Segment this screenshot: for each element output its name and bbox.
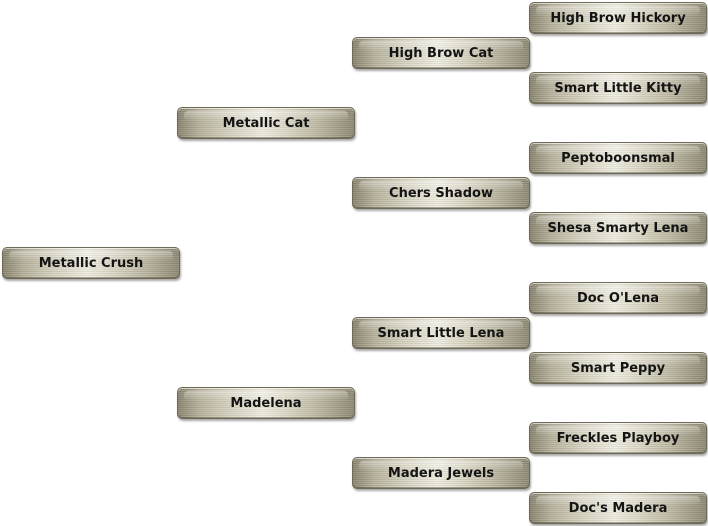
horse-name: Madelena — [230, 395, 302, 411]
horse-name: Freckles Playboy — [556, 430, 680, 446]
horse-dam-dam[interactable]: Madera Jewels — [352, 457, 530, 489]
horse-dam-dam-dam[interactable]: Doc's Madera — [529, 492, 707, 524]
horse-dam-sire-dam[interactable]: Smart Peppy — [529, 352, 707, 384]
horse-name: Smart Little Kitty — [554, 80, 682, 96]
horse-sire-sire-dam[interactable]: Smart Little Kitty — [529, 72, 707, 104]
horse-name: High Brow Hickory — [550, 10, 686, 26]
horse-sire-dam-dam[interactable]: Shesa Smarty Lena — [529, 212, 707, 244]
horse-dam-sire-sire[interactable]: Doc O'Lena — [529, 282, 707, 314]
horse-sire[interactable]: Metallic Cat — [177, 107, 355, 139]
horse-name: Metallic Cat — [222, 115, 310, 131]
horse-name: High Brow Cat — [388, 45, 494, 61]
horse-name: Chers Shadow — [389, 185, 493, 201]
horse-dam-dam-sire[interactable]: Freckles Playboy — [529, 422, 707, 454]
horse-name: Peptoboonsmal — [561, 150, 675, 166]
horse-sire-dam[interactable]: Chers Shadow — [352, 177, 530, 209]
horse-name: Smart Peppy — [570, 360, 666, 376]
horse-sire-sire[interactable]: High Brow Cat — [352, 37, 530, 69]
horse-dam[interactable]: Madelena — [177, 387, 355, 419]
horse-name: Doc's Madera — [568, 500, 668, 516]
horse-sire-dam-sire[interactable]: Peptoboonsmal — [529, 142, 707, 174]
horse-name: Doc O'Lena — [576, 290, 660, 306]
horse-name: Smart Little Lena — [377, 325, 505, 341]
horse-name: Madera Jewels — [387, 465, 495, 481]
horse-subject[interactable]: Metallic Crush — [2, 247, 180, 279]
horse-sire-sire-sire[interactable]: High Brow Hickory — [529, 2, 707, 34]
horse-name: Metallic Crush — [38, 255, 144, 271]
horse-dam-sire[interactable]: Smart Little Lena — [352, 317, 530, 349]
horse-name: Shesa Smarty Lena — [547, 220, 689, 236]
